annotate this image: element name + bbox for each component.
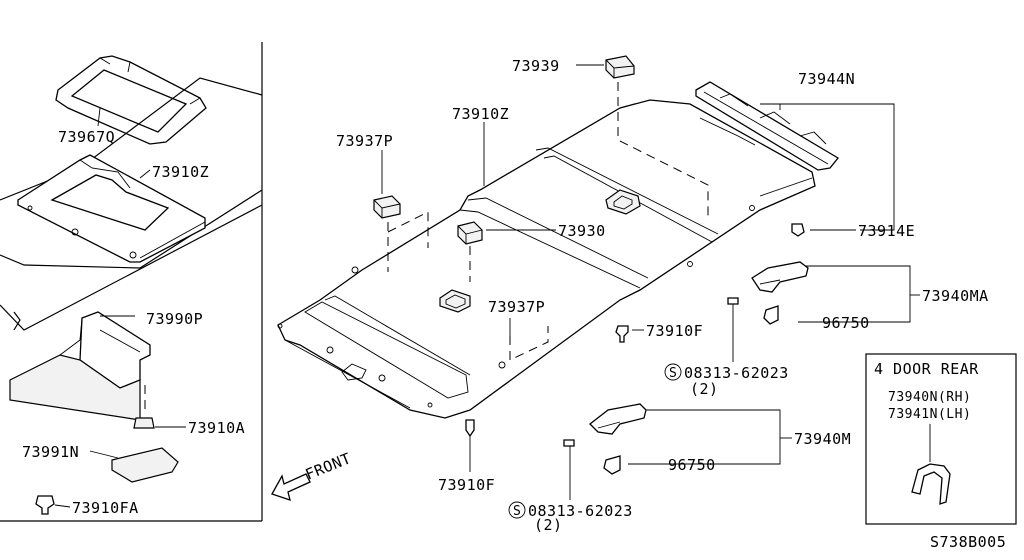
label-08313-lower-qty: (2) <box>534 516 563 534</box>
label-73990P: 73990P <box>146 310 203 328</box>
label-08313-lower: 08313-62023 <box>528 502 633 520</box>
assist-grip-73940MA <box>751 261 809 293</box>
label-73930: 73930 <box>558 222 606 240</box>
clip-96750-upper <box>763 305 779 325</box>
screw-symbol-icon-lower <box>508 501 526 519</box>
label-73937P-mid: 73937P <box>488 298 545 316</box>
label-73910F-bottom: 73910F <box>438 476 495 494</box>
screw-symbol-lower: S <box>513 504 521 519</box>
screw-symbol-icon <box>664 363 682 381</box>
label-08313-upper: 08313-62023 <box>684 364 789 382</box>
label-73939: 73939 <box>512 57 560 75</box>
rear-door-inset: 4 DOOR REAR 73940N(RH) 73941N(LH) <box>865 353 1017 525</box>
diagram-code: S738B005 <box>930 533 1006 551</box>
clip-73914E <box>791 223 805 237</box>
clip-96750-lower <box>603 455 621 475</box>
rear-assist-grip <box>911 463 951 505</box>
clip-73910F-right <box>615 325 629 343</box>
label-73910Z: 73910Z <box>452 105 509 123</box>
label-73940M: 73940M <box>794 430 851 448</box>
label-73910F-right: 73910F <box>646 322 703 340</box>
clip-73910A <box>133 417 155 429</box>
screw-upper <box>727 297 739 305</box>
clip-73910F-bottom <box>465 419 475 438</box>
bracket-73991N <box>111 447 179 483</box>
front-direction-indicator: FRONT <box>271 449 354 501</box>
label-73914E: 73914E <box>858 222 915 240</box>
label-96750-upper: 96750 <box>822 314 870 332</box>
label-73910Z-inset: 73910Z <box>152 163 209 181</box>
rear-trim-part <box>9 311 151 421</box>
headliner-main <box>277 99 816 419</box>
front-label: FRONT <box>303 449 354 484</box>
label-73937P-top: 73937P <box>336 132 393 150</box>
label-73910A: 73910A <box>188 419 245 437</box>
inset-roof-panel <box>0 77 263 331</box>
rear-garnish-part <box>695 81 839 171</box>
left-inset-panel: 73967Q 73910Z 73990P 73910A 73991N 73910… <box>0 42 263 522</box>
label-73944N: 73944N <box>798 70 855 88</box>
label-08313-upper-qty: (2) <box>690 380 719 398</box>
screw-lower <box>563 439 575 447</box>
inset-rh-part: 73940N(RH) <box>888 390 971 405</box>
label-73940MA: 73940MA <box>922 287 989 305</box>
clip-73910FA <box>35 495 55 515</box>
front-arrow-icon <box>271 473 311 501</box>
label-73967Q: 73967Q <box>58 128 115 146</box>
screw-symbol-upper: S <box>669 366 677 381</box>
inset-lh-part: 73941N(LH) <box>888 407 971 422</box>
sunroof-frame-part <box>55 55 207 145</box>
inset-title: 4 DOOR REAR <box>874 360 979 378</box>
assist-grip-73940M <box>589 403 647 435</box>
label-73991N: 73991N <box>22 443 79 461</box>
label-73910FA: 73910FA <box>72 499 139 517</box>
callout-lines <box>381 64 920 500</box>
label-96750-lower: 96750 <box>668 456 716 474</box>
